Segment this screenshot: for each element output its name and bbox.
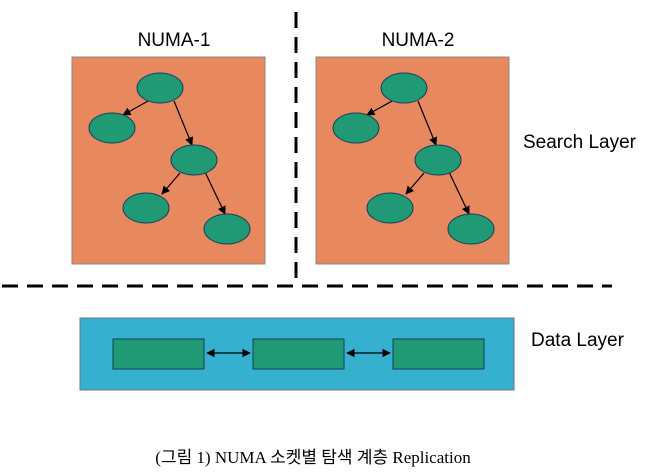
numa-2-label: NUMA-2 [382,30,455,51]
numa-1-tree [88,72,251,245]
tree-node [332,112,380,144]
tree-node [447,213,495,245]
data-block [252,338,345,370]
data-layer-label: Data Layer [531,330,625,351]
numa-2-tree [332,72,495,245]
search-layer-label: Search Layer [523,132,637,153]
tree-node [122,192,170,224]
tree-node [170,144,218,176]
data-block [112,338,205,370]
tree-node [88,112,136,144]
numa-1-label: NUMA-1 [138,30,211,51]
tree-node [366,192,414,224]
tree-node [380,72,428,104]
tree-node [203,213,251,245]
figure-caption: (그림 1) NUMA 소켓별 탐색 계층 Replication [155,448,471,467]
tree-node [136,72,184,104]
data-block [392,338,485,370]
tree-node [414,144,462,176]
